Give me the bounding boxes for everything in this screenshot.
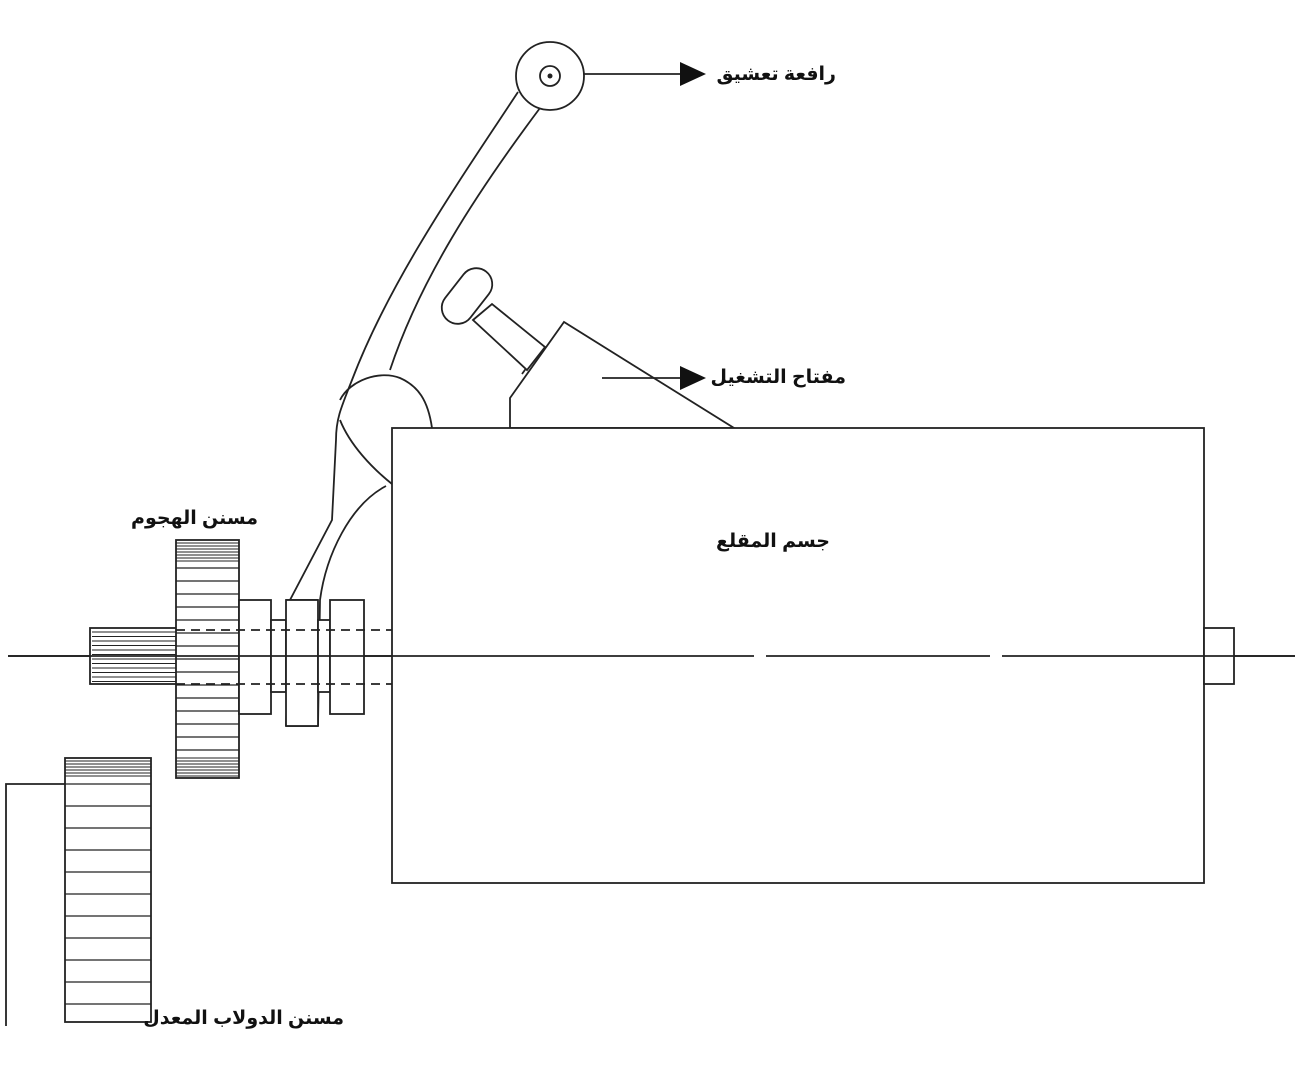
adjusting-gear-body	[64, 757, 152, 1023]
shaft-collar	[238, 599, 272, 715]
arrowhead-right-icon	[680, 62, 706, 86]
label-body: جسم المقلع	[716, 531, 830, 552]
left-shaft-assembly	[8, 539, 392, 779]
arrowhead-right-icon	[680, 366, 706, 390]
shaft-nut	[329, 599, 365, 715]
fork-slot	[285, 599, 319, 727]
engagement-lever	[285, 41, 585, 727]
label-operating-key: مفتاح التشغيل	[711, 367, 846, 388]
leader-lines	[584, 62, 706, 390]
pivot-pin-icon	[539, 65, 561, 87]
adjusting-wheel-gear	[5, 757, 152, 1026]
label-adjusting-wheel-gear: مسنن الدولاب المعدل	[143, 1008, 344, 1029]
label-engagement-lever: رافعة تعشيق	[717, 64, 837, 85]
label-attack-gear: مسنن الهجوم	[131, 508, 258, 529]
operating-key	[440, 267, 738, 429]
